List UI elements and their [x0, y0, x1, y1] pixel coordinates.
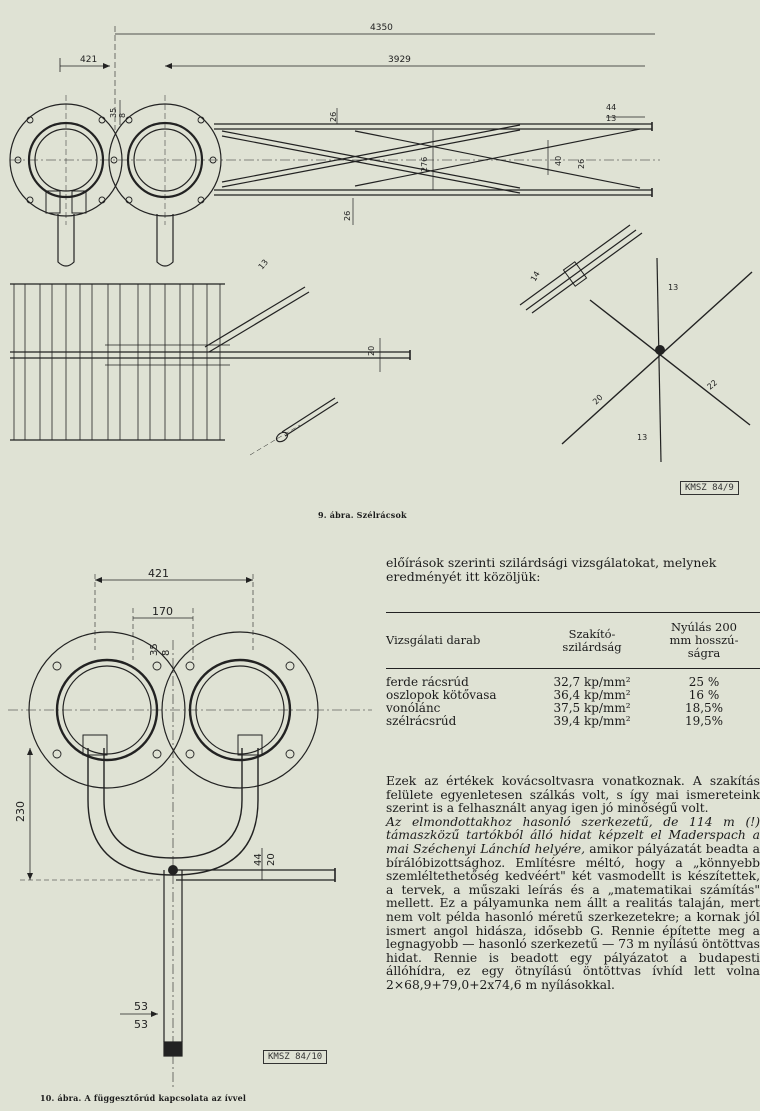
fig10-dim-8: 8: [161, 650, 172, 656]
fig9-dim-14: 14: [529, 270, 542, 283]
row-name: szélrácsrúd: [386, 714, 457, 728]
fig9-dim-44: 44: [606, 103, 616, 112]
row-strength: 39,4 kp/mm²: [553, 714, 631, 728]
table-header-row: Vizsgálati darab Szakító- szilárdság Nyú…: [386, 612, 760, 669]
row-elongation: 19,5%: [684, 714, 724, 728]
row-strength: 32,7 kp/mm²: [553, 675, 631, 689]
row-strength: 36,4 kp/mm²: [553, 688, 631, 702]
figure10-stamp: KMSZ 84/10: [263, 1050, 328, 1064]
figure9-caption: 9. ábra. Szélrácsok: [318, 510, 407, 520]
figure9-stamp: KMSZ 84/9: [680, 481, 739, 495]
fig10-dim-421: 421: [148, 567, 169, 580]
fig9-dim-left: 421: [80, 55, 97, 65]
header-elongation: Nyúlás 200 mm hosszú- ságra: [648, 613, 760, 669]
fig9-dim-span: 3929: [388, 55, 411, 65]
header-strength-line1: Szakító-: [568, 626, 616, 641]
body-paragraph-2-italic: Az elmondottakhoz hasonló szerkezetű, de…: [386, 814, 760, 856]
table-row: szélrácsrúd 39,4 kp/mm² 19,5%: [386, 715, 760, 728]
fig10-dim-170: 170: [152, 605, 173, 618]
row-name: oszlopok kötővasa: [386, 688, 497, 702]
table-row: oszlopok kötővasa 36,4 kp/mm² 16 %: [386, 689, 760, 702]
fig9-dim-13a: 13: [257, 258, 270, 272]
figure9-drawing: 4350 421 3929: [9, 23, 753, 463]
fig9-dim-13: 13: [606, 114, 616, 123]
fig9-dim-22: 22: [706, 378, 720, 391]
table-row: ferde rácsrúd 32,7 kp/mm² 25 %: [386, 669, 760, 690]
fig9-dim-20: 20: [367, 346, 376, 356]
body-paragraph-2-rest: amikor pályázatát beadta a bírálóbizotts…: [386, 841, 760, 992]
fig10-dim-53b: 53: [134, 1018, 148, 1031]
fig9-dim-26a: 26: [329, 112, 338, 122]
row-strength: 37,5 kp/mm²: [553, 701, 631, 715]
header-elong-line1: Nyúlás 200: [670, 620, 737, 634]
fig9-dim-20a: 20: [591, 393, 605, 407]
row-elongation: 16 %: [688, 688, 720, 702]
fig10-dim-230: 230: [14, 801, 27, 822]
header-strength-line2: szilárdság: [562, 639, 622, 654]
fig9-dim-13c: 13: [637, 433, 647, 442]
header-elong-line2: mm hosszú-: [669, 633, 739, 647]
test-results-table: Vizsgálati darab Szakító- szilárdság Nyú…: [386, 612, 760, 728]
intro-paragraph: előírások szerinti szilárdsági vizsgálat…: [386, 555, 717, 584]
fig9-dim-26c: 26: [577, 159, 586, 169]
fig9-dim-276: 276: [420, 157, 429, 172]
intro-text: előírások szerinti szilárdsági vizsgálat…: [386, 556, 760, 584]
fig10-dim-44: 44: [253, 853, 264, 866]
body-text: Ezek az értékek kovácsoltvasra vonatkozn…: [386, 774, 760, 993]
body-paragraph-2: Az elmondottakhoz hasonló szerkezetű, de…: [386, 814, 760, 993]
table-row: vonólánc 37,5 kp/mm² 18,5%: [386, 702, 760, 715]
row-elongation: 18,5%: [684, 701, 724, 715]
fig9-dim-8: 8: [118, 113, 127, 118]
fig9-dim-35: 35: [109, 108, 118, 118]
fig9-dim-40: 40: [554, 156, 563, 166]
figure10-caption: 10. ábra. A függesztőrúd kapcsolata az í…: [40, 1093, 247, 1103]
fig9-dim-13b: 13: [668, 283, 678, 292]
header-specimen: Vizsgálati darab: [386, 633, 481, 647]
fig10-dim-35: 35: [149, 643, 160, 656]
figure10-drawing: 421 170 35 8: [8, 567, 372, 1090]
fig10-dim-20: 20: [266, 853, 277, 866]
fig9-dim-total: 4350: [370, 23, 393, 33]
row-elongation: 25 %: [688, 675, 720, 689]
body-paragraph-1: Ezek az értékek kovácsoltvasra vonatkozn…: [386, 774, 760, 816]
header-strength: Szakító- szilárdság: [536, 613, 648, 669]
fig10-dim-53a: 53: [134, 1000, 148, 1013]
row-name: ferde rácsrúd: [386, 675, 469, 689]
header-elong-line3: ságra: [687, 646, 721, 660]
fig9-dim-26b: 26: [343, 211, 352, 221]
row-name: vonólánc: [386, 701, 441, 715]
